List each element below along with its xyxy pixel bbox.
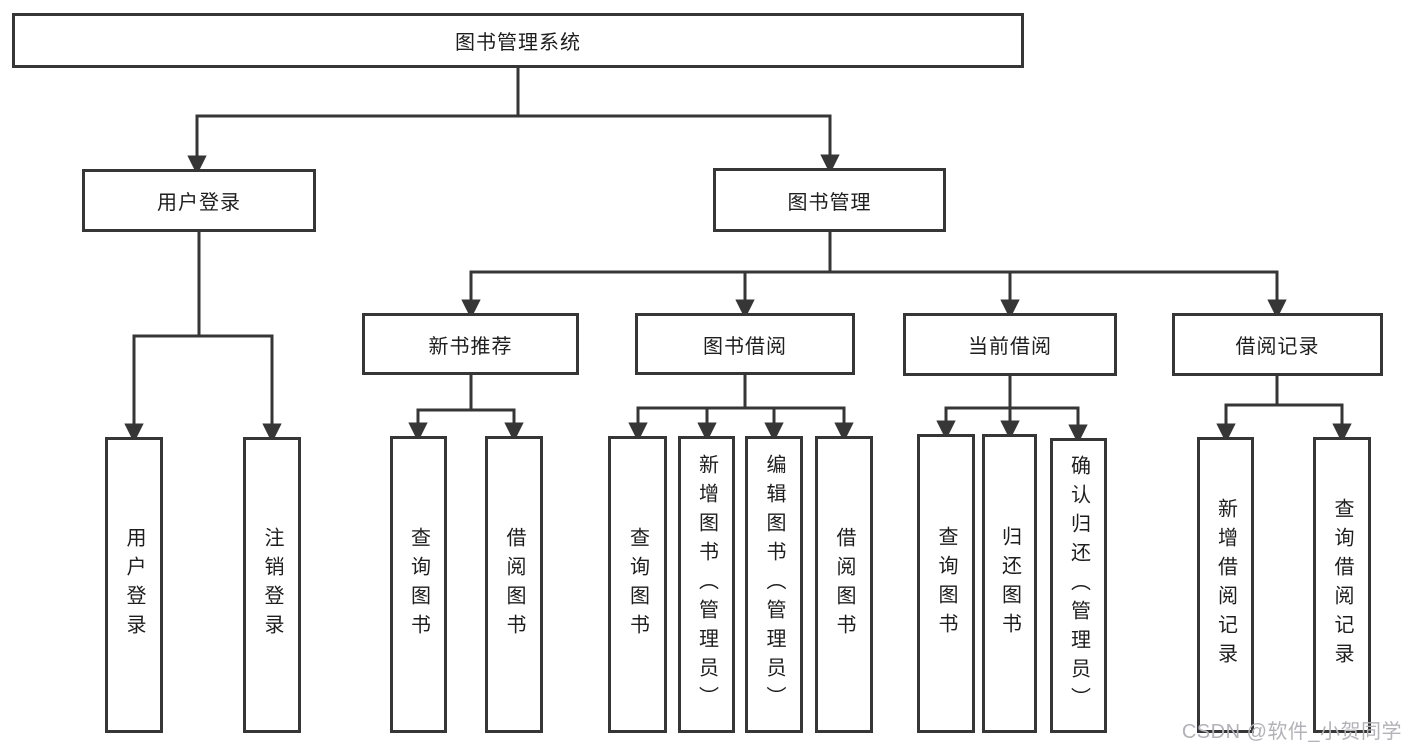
node-label: 借阅记录 — [1235, 336, 1320, 358]
leaf-label: 归还图书 — [998, 525, 1021, 642]
node-borrowing-records: 借阅记录 — [1172, 313, 1383, 376]
leaf-return-books: 归还图书 — [982, 434, 1037, 733]
node-current-borrowing: 当前借阅 — [903, 313, 1117, 376]
node-book-borrowing: 图书借阅 — [635, 313, 855, 375]
leaf-query-books-current: 查询图书 — [917, 434, 975, 733]
node-label: 新书推荐 — [428, 335, 513, 358]
node-new-book-recommendation: 新书推荐 — [362, 313, 579, 375]
leaf-add-book-admin: 新增图书（管理员） — [678, 436, 735, 733]
leaf-label: 用户登录 — [123, 527, 145, 643]
node-user-login: 用户登录 — [82, 169, 316, 232]
leaf-edit-book-admin: 编辑图书（管理员） — [745, 436, 803, 733]
node-label: 当前借阅 — [968, 336, 1052, 358]
leaf-label: 借阅图书 — [833, 526, 855, 643]
csdn-watermark: CSDN @软件_小贺同学 — [1181, 721, 1402, 743]
leaf-borrow-books: 借阅图书 — [815, 436, 873, 733]
node-label: 图书管理系统 — [455, 32, 581, 54]
node-label: 图书借阅 — [703, 335, 787, 358]
node-label: 图书管理 — [787, 191, 872, 214]
leaf-label: 查询图书 — [935, 525, 957, 642]
leaf-label: 注销登录 — [261, 527, 283, 643]
leaf-label: 确认归还（管理员） — [1067, 455, 1090, 716]
leaf-label: 编辑图书（管理员） — [763, 454, 785, 715]
node-library-management-system: 图书管理系统 — [12, 13, 1024, 68]
leaf-label: 新增图书（管理员） — [695, 454, 718, 715]
leaf-user-login: 用户登录 — [105, 437, 163, 733]
leaf-query-borrow-record: 查询借阅记录 — [1313, 437, 1371, 733]
leaf-query-books-borrowing: 查询图书 — [608, 436, 667, 733]
leaf-add-borrow-record: 新增借阅记录 — [1197, 437, 1254, 733]
leaf-label: 查询借阅记录 — [1331, 498, 1353, 672]
leaf-query-books-recommend: 查询图书 — [390, 436, 447, 733]
leaf-logout: 注销登录 — [243, 437, 301, 733]
leaf-label: 查询图书 — [407, 526, 430, 643]
leaf-borrow-books-recommend: 借阅图书 — [485, 436, 543, 733]
leaf-label: 新增借阅记录 — [1214, 498, 1237, 672]
leaf-confirm-return-admin: 确认归还（管理员） — [1050, 438, 1107, 733]
node-label: 用户登录 — [157, 192, 241, 214]
node-book-management: 图书管理 — [713, 168, 946, 232]
leaf-label: 查询图书 — [626, 526, 649, 643]
leaf-label: 借阅图书 — [503, 526, 525, 643]
